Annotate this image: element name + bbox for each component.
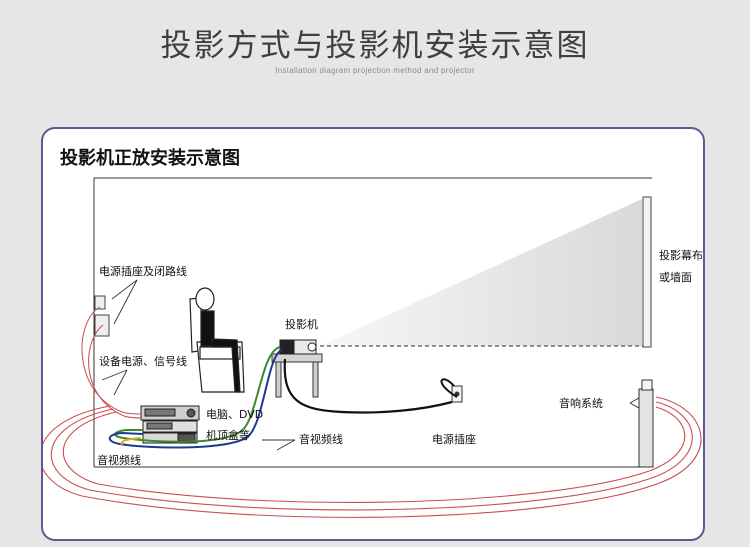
socket-pointers [101, 279, 647, 451]
av-equipment-stack [140, 405, 200, 444]
projector-table [271, 353, 323, 398]
label-screen-line1: 投影幕布 [659, 248, 703, 262]
wall-socket-upper [94, 295, 106, 310]
label-screen-line2: 或墙面 [659, 270, 692, 284]
viewer-on-chair [189, 287, 245, 393]
speaker-cabinet [638, 388, 654, 468]
projection-screen [642, 196, 652, 348]
label-pc-dvd: 电脑、DVD [206, 408, 263, 421]
label-device-power-signal: 设备电源、信号线 [99, 354, 187, 368]
label-power-socket-switch: 电源插座及闭路线 [99, 264, 187, 278]
page-header: 投影方式与投影机安装示意图 Installation diagram proje… [0, 0, 750, 110]
label-projector: 投影机 [285, 317, 318, 331]
page-subtitle: Installation diagram projection method a… [275, 66, 475, 75]
label-audio-system: 音响系统 [559, 396, 603, 410]
label-power-outlet: 电源插座 [432, 432, 476, 446]
page-title: 投影方式与投影机安装示意图 [160, 28, 590, 64]
cables [43, 306, 702, 518]
label-settop-box: 机顶盒等 [206, 428, 250, 442]
label-av-cable-left: 音视频线 [97, 453, 141, 467]
speaker-top [641, 379, 653, 391]
diagram-title: 投影机正放安装示意图 [60, 148, 240, 169]
projection-beam [320, 199, 642, 346]
projector [279, 339, 317, 355]
diagram-card: 投影机正放安装示意图 [41, 127, 705, 541]
installation-diagram: 电源插座及闭路线 设备电源、信号线 投影机 投影幕布 或墙面 电脑、DVD 机顶… [43, 177, 703, 518]
label-av-cable-mid: 音视频线 [299, 432, 343, 446]
